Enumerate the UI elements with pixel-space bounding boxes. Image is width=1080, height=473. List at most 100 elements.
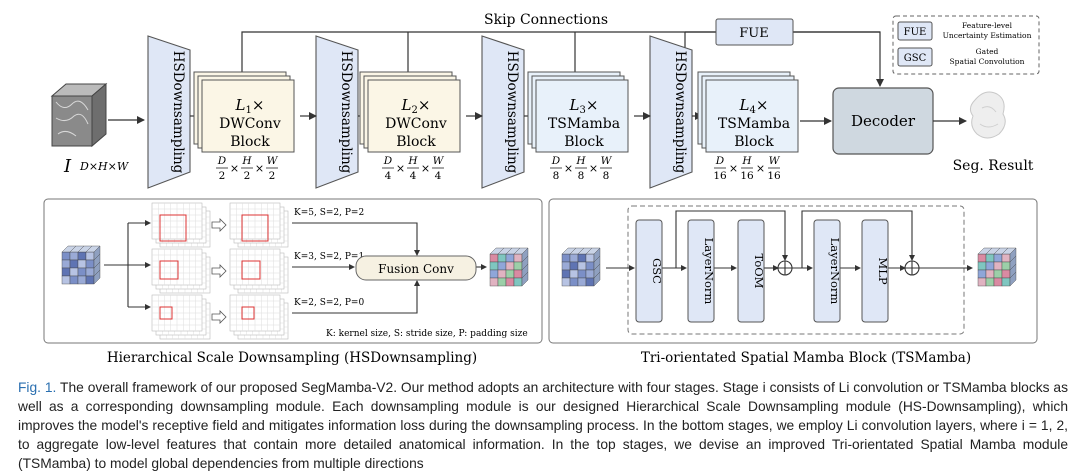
dim-numerator: D [383, 155, 393, 167]
input-label: I [63, 156, 72, 177]
hsd-note: K: kernel size, S: stride size, P: paddi… [326, 329, 528, 339]
dim-numerator: D [715, 155, 725, 167]
svg-text:L1×: L1× [235, 96, 265, 116]
hsd-branch-lines [104, 220, 487, 314]
dim-denominator: 8 [553, 170, 560, 182]
slide-arrow-icon [211, 218, 227, 232]
block-subscript: 3 [580, 105, 586, 116]
svg-text:×: × [756, 162, 765, 175]
framework-figure: FUE Skip Connections I D×H×W HSDownsampl… [43, 12, 1040, 366]
tsm-module-label: GSC [650, 258, 664, 284]
dim-denominator: 2 [269, 170, 276, 182]
block-type: TSMamba [718, 116, 790, 132]
svg-text:L3×: L3× [569, 96, 599, 116]
legend-fue-desc2: Uncertainty Estimation [943, 31, 1032, 40]
block-count: L [235, 96, 246, 114]
dim-numerator: D [551, 155, 561, 167]
block-type: DWConv [385, 116, 447, 132]
hsdownsampling-label: HSDownsampling [338, 51, 354, 174]
hsd-param-k2: K=2, S=2, P=0 [294, 298, 364, 308]
segmentation-result-icon [969, 91, 1006, 139]
feature-grid [229, 248, 289, 294]
block-count: L [401, 96, 412, 114]
fusion-conv-label: Fusion Conv [378, 262, 454, 276]
hsdownsampling-block-4: HSDownsampling [649, 35, 703, 189]
output-label: Seg. Result [953, 158, 1034, 174]
caption-text: The overall framework of our proposed Se… [18, 380, 1068, 471]
tsm-module-label: MLP [876, 257, 890, 284]
svg-text:×: × [421, 162, 430, 175]
hsd-param-k3: K=3, S=2, P=1 [294, 252, 364, 262]
dim-denominator: 4 [435, 170, 442, 182]
dim-denominator: 16 [713, 170, 727, 182]
hsdownsampling-block-2: HSDownsampling [315, 35, 373, 189]
tsm-module-layernorm-2: LayerNorm [687, 219, 716, 323]
fusion-conv-box [355, 255, 477, 281]
hsdownsampling-label: HSDownsampling [504, 51, 520, 174]
hsdownsampling-block-1: HSDownsampling [147, 35, 205, 189]
tsm-flow-lines [606, 210, 973, 271]
feature-grid [229, 202, 289, 248]
block-subscript: 2 [412, 105, 418, 116]
dim-numerator: H [407, 155, 418, 167]
svg-text:×: × [255, 162, 264, 175]
skip-connections [241, 31, 884, 90]
svg-text:L4×: L4× [739, 96, 769, 116]
legend-gsc-abbr: GSC [904, 53, 927, 64]
block-dims: D8×H8×W8 [550, 155, 613, 182]
block-word: Block [230, 134, 270, 150]
block-count: L [739, 96, 750, 114]
tsm-add-node-1 [777, 260, 793, 276]
dim-denominator: 2 [244, 170, 251, 182]
svg-text:×: × [729, 162, 738, 175]
feature-grid [229, 294, 289, 340]
legend-fue-desc1: Feature-level [962, 21, 1013, 30]
dim-denominator: 8 [603, 170, 610, 182]
tsm-module-mlp-5: MLP [861, 219, 890, 323]
skip-connections-label: Skip Connections [484, 12, 608, 28]
input-volume-icon [50, 82, 108, 148]
dim-denominator: 2 [219, 170, 226, 182]
svg-text:L2×: L2× [401, 96, 431, 116]
dim-denominator: 8 [578, 170, 585, 182]
dim-numerator: H [241, 155, 252, 167]
block-dims: D2×H2×W2 [216, 155, 279, 182]
feature-grid [151, 248, 211, 294]
hsdownsampling-label: HSDownsampling [170, 51, 186, 174]
tsm-panel-title: Tri-orientated Spatial Mamba Block (TSMa… [641, 350, 971, 366]
block-word: Block [396, 134, 436, 150]
svg-text:×: × [564, 162, 573, 175]
svg-text:×: × [230, 162, 239, 175]
tsm-dashed-frame [627, 205, 965, 335]
tsm-panel [548, 198, 1038, 344]
slide-arrow-icon [211, 310, 227, 324]
block-dims: D4×H4×W4 [382, 155, 445, 182]
fue-box [715, 18, 794, 46]
svg-text:×: × [589, 162, 598, 175]
legend-fue-abbr: FUE [904, 27, 927, 38]
tsm-module-layernorm-4: LayerNorm [813, 219, 842, 323]
tsm-module-label: LayerNorm [702, 238, 716, 305]
legend-gsc-desc1: Gated [976, 47, 999, 56]
hsdownsampling-label: HSDownsampling [672, 51, 688, 174]
dim-numerator: W [267, 155, 279, 167]
dim-denominator: 4 [385, 170, 392, 182]
legend-gsc-desc2: Spatial Convolution [950, 57, 1025, 66]
dim-numerator: W [433, 155, 445, 167]
figure-caption: Fig. 1. The overall framework of our pro… [18, 378, 1068, 473]
hsdownsampling-block-3: HSDownsampling [481, 35, 539, 189]
dim-numerator: D [217, 155, 227, 167]
dim-numerator: W [601, 155, 613, 167]
fue-box-label: FUE [739, 26, 768, 41]
feature-grid [151, 294, 211, 340]
decoder-label: Decoder [851, 112, 916, 130]
tsm-module-gsc-1: GSC [635, 219, 664, 323]
block-type: TSMamba [548, 116, 620, 132]
legend-item-gsc: GSC Gated Spatial Convolution [897, 47, 1025, 67]
block-word: Block [734, 134, 774, 150]
input-dims: D×H×W [79, 160, 130, 173]
hsd-panel-title: Hierarchical Scale Downsampling (HSDowns… [107, 350, 477, 366]
